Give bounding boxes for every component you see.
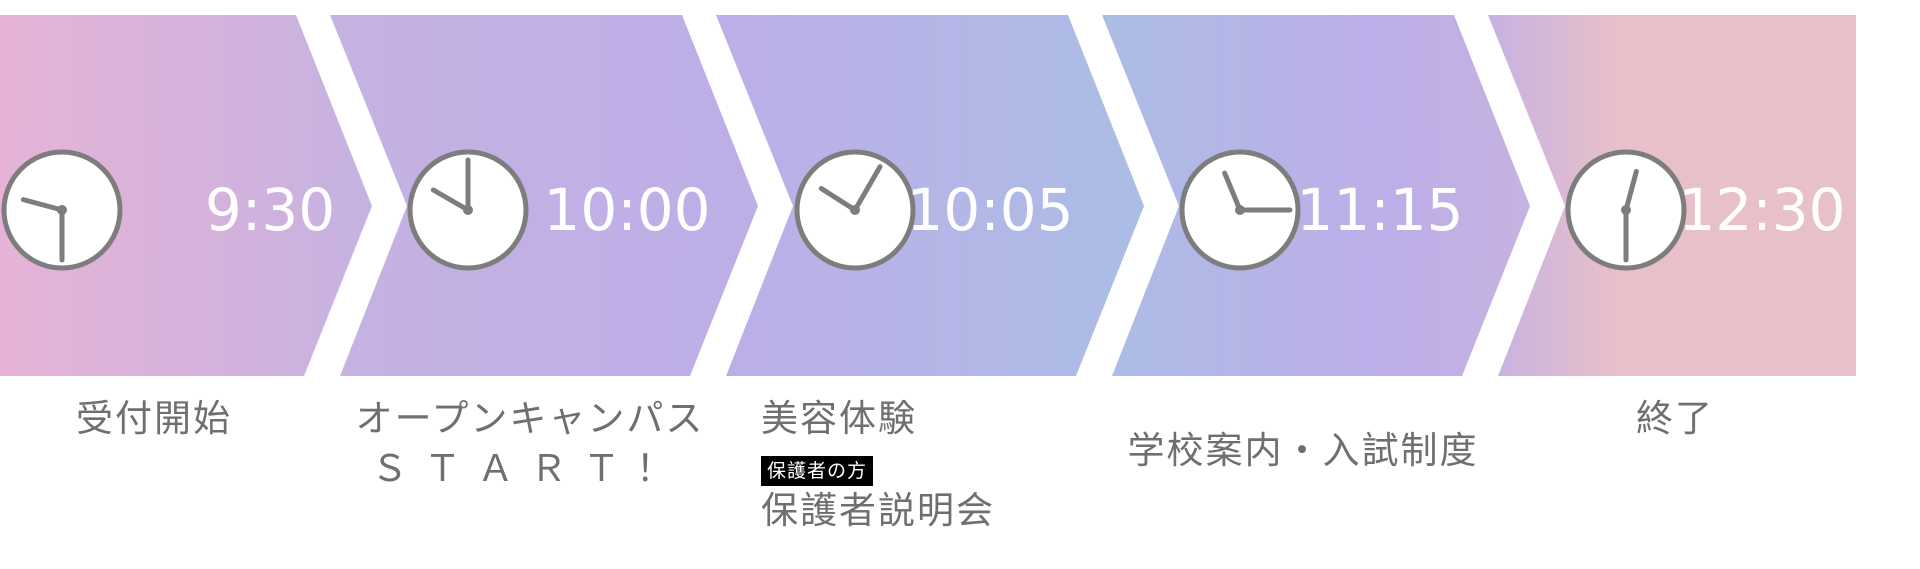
clock-hour-hand bbox=[20, 197, 65, 213]
clock-center-dot bbox=[850, 205, 860, 215]
step-label-1: 受付開始 bbox=[62, 396, 246, 442]
arrow-segment-1 bbox=[0, 15, 372, 376]
step-label-3: 美容体験 保護者の方 保護者説明会 bbox=[761, 396, 995, 534]
step-2-line-1: オープンキャンパス bbox=[355, 397, 705, 440]
step-5-line-1: 終了 bbox=[1636, 397, 1714, 440]
step-3-line-1: 美容体験 bbox=[761, 397, 917, 440]
clock-center-dot bbox=[57, 205, 67, 215]
guardian-badge: 保護者の方 bbox=[761, 450, 995, 486]
arrow-segment-3 bbox=[716, 15, 1144, 376]
step-time-text: 10:05 bbox=[906, 176, 1073, 244]
step-time-text: 12:30 bbox=[1678, 176, 1845, 244]
step-label-5: 終了 bbox=[1600, 396, 1750, 442]
clock-icon bbox=[1, 149, 123, 271]
step-1-line-1: 受付開始 bbox=[76, 397, 232, 440]
clock-hour-hand bbox=[1623, 168, 1639, 213]
clock-center-dot bbox=[1621, 205, 1631, 215]
step-time-text: 9:30 bbox=[205, 176, 335, 244]
step-label-2: オープンキャンパス ＳＴＡＲＴ！ bbox=[345, 396, 715, 492]
guardian-badge-text: 保護者の方 bbox=[761, 456, 874, 486]
step-4-line-1: 学校案内・入試制度 bbox=[1127, 429, 1479, 472]
clock-center-dot bbox=[463, 205, 473, 215]
clock-hour-hand bbox=[430, 187, 471, 213]
step-3-sub-label: 保護者説明会 bbox=[761, 489, 995, 532]
clock-hour-hand bbox=[1222, 170, 1243, 213]
clock-icon bbox=[794, 149, 916, 271]
clock-hour-hand bbox=[818, 186, 858, 213]
arrow-segment-2 bbox=[330, 15, 758, 376]
clock-icon bbox=[1565, 149, 1687, 271]
clock-icon bbox=[1179, 149, 1301, 271]
clock-icon bbox=[407, 149, 529, 271]
clock-minute-hand bbox=[852, 164, 883, 213]
clock-center-dot bbox=[1235, 205, 1245, 215]
step-time-text: 10:00 bbox=[543, 176, 710, 244]
step-label-4: 学校案内・入試制度 bbox=[1118, 428, 1488, 474]
arrow-segment-4 bbox=[1102, 15, 1530, 376]
step-2-line-2: ＳＴＡＲＴ！ bbox=[371, 447, 689, 490]
step-time-text: 11:15 bbox=[1296, 176, 1463, 244]
